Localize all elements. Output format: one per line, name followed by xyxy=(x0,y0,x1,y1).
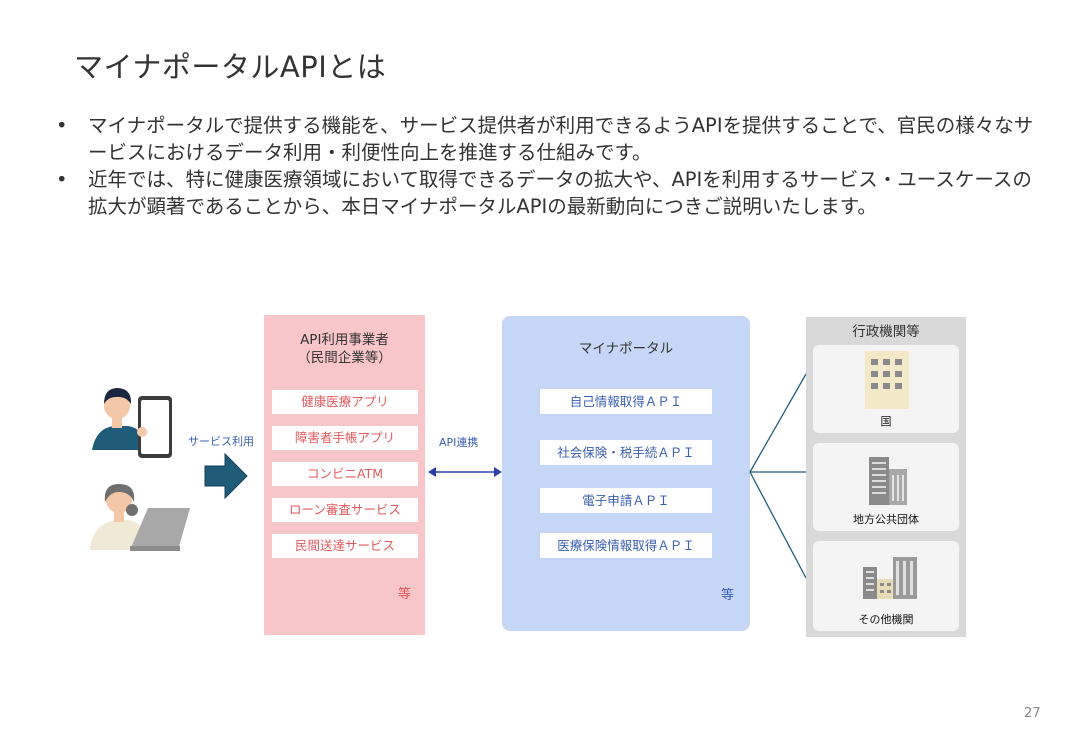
person-laptop-icon xyxy=(90,484,190,551)
gov-card-label: 国 xyxy=(880,415,892,428)
api-link-double-arrow xyxy=(428,467,502,477)
office-building-icon xyxy=(865,351,909,409)
city-buildings-icon xyxy=(869,457,907,505)
api-link-label: API連携 xyxy=(439,436,479,449)
portal-api-etc: 等 xyxy=(721,588,735,603)
api-user-item: 民間送達サービス xyxy=(272,534,418,558)
office-buildings-icon xyxy=(863,557,917,599)
api-user-panel: API利用事業者 （民間企業等） 健康医療アプリ 障害者手帳アプリ コンビニAT… xyxy=(264,315,425,635)
page-title: マイナポータルAPIとは xyxy=(74,50,387,84)
api-user-item: 健康医療アプリ xyxy=(272,390,418,414)
service-arrow-icon xyxy=(204,452,248,500)
api-user-etc: 等 xyxy=(398,587,412,602)
gov-card-other: その他機関 xyxy=(813,541,959,631)
bullet-marker: • xyxy=(56,168,68,191)
bullet-list: • マイナポータルで提供する機能を、サービス提供者が利用できるようAPIを提供す… xyxy=(56,112,1046,220)
bullet-item: • 近年では、特に健康医療領域において取得できるデータの拡大や、APIを利用する… xyxy=(56,166,1046,220)
bullet-item: • マイナポータルで提供する機能を、サービス提供者が利用できるようAPIを提供す… xyxy=(56,112,1046,166)
portal-api-item: 自己情報取得ＡＰＩ xyxy=(540,389,712,414)
portal-api-item: 電子申請ＡＰＩ xyxy=(540,488,712,513)
person-smartphone-icon xyxy=(92,388,172,458)
portal-api-item: 医療保険情報取得ＡＰＩ xyxy=(540,533,712,558)
api-user-title-line2: （民間企業等） xyxy=(297,350,392,366)
portal-api-item: 社会保険・税手続ＡＰＩ xyxy=(540,440,712,465)
service-usage-label: サービス利用 xyxy=(188,435,254,448)
gov-card-national: 国 xyxy=(813,345,959,433)
bullet-text: マイナポータルで提供する機能を、サービス提供者が利用できるようAPIを提供するこ… xyxy=(88,114,1034,164)
page-number: 27 xyxy=(1024,706,1041,721)
api-user-panel-title: API利用事業者 （民間企業等） xyxy=(264,331,425,367)
api-user-item: ローン審査サービス xyxy=(272,498,418,522)
gov-card-label: その他機関 xyxy=(858,613,914,626)
gov-agency-panel: 行政機関等 国 地方公共団体 xyxy=(806,317,966,637)
gov-card-label: 地方公共団体 xyxy=(853,513,919,526)
api-user-title-line1: API利用事業者 xyxy=(300,332,389,348)
connector-lines xyxy=(749,373,807,579)
gov-card-local: 地方公共団体 xyxy=(813,443,959,531)
api-user-item: 障害者手帳アプリ xyxy=(272,426,418,450)
myna-portal-panel-title: マイナポータル xyxy=(578,341,674,357)
gov-agency-panel-title: 行政機関等 xyxy=(852,324,920,340)
bullet-marker: • xyxy=(56,114,68,137)
api-user-item: コンビニATM xyxy=(272,462,418,486)
bullet-text: 近年では、特に健康医療領域において取得できるデータの拡大や、APIを利用するサー… xyxy=(88,168,1032,218)
myna-portal-panel: マイナポータル 自己情報取得ＡＰＩ 社会保険・税手続ＡＰＩ 電子申請ＡＰＩ 医療… xyxy=(502,316,750,631)
